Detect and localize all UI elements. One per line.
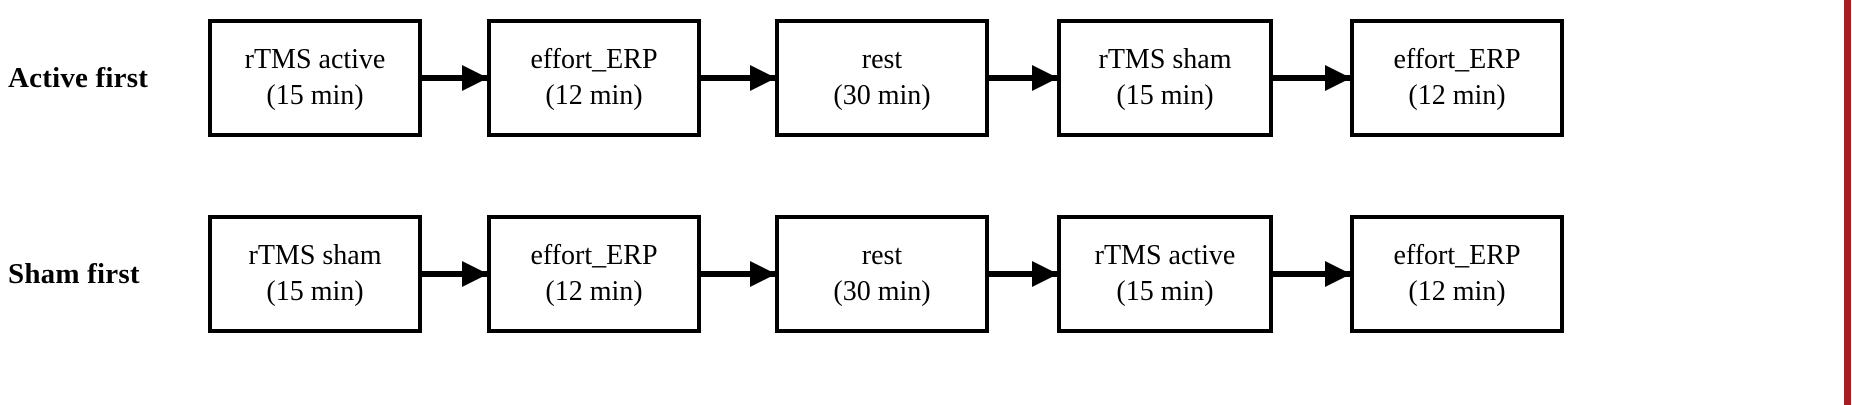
step-name: effort_ERP xyxy=(530,240,658,272)
step-box-active-5: effort_ERP (12 min) xyxy=(1350,19,1564,137)
step-name: rTMS active xyxy=(244,44,386,76)
arrow-head-icon xyxy=(1325,65,1351,91)
step-duration: (30 min) xyxy=(833,276,931,307)
step-duration: (12 min) xyxy=(1408,80,1506,111)
condition-row-sham-first: Sham first rTMS sham (15 min) effort_ERP… xyxy=(0,215,1852,333)
arrow-shaft xyxy=(422,75,488,81)
arrow-head-icon xyxy=(462,65,488,91)
arrow-shaft xyxy=(989,271,1058,277)
step-duration: (30 min) xyxy=(833,80,931,111)
flow-arrow-active-1-2 xyxy=(422,65,488,91)
arrow-shaft xyxy=(1273,75,1351,81)
condition-label-active-first: Active first xyxy=(8,61,149,94)
step-name: effort_ERP xyxy=(1393,240,1521,272)
arrow-head-icon xyxy=(1325,261,1351,287)
step-name: effort_ERP xyxy=(1393,44,1521,76)
arrow-head-icon xyxy=(750,261,776,287)
flow-arrow-sham-4-5 xyxy=(1273,261,1351,287)
step-box-active-3: rest (30 min) xyxy=(775,19,989,137)
step-box-sham-4: rTMS active (15 min) xyxy=(1057,215,1273,333)
arrow-shaft xyxy=(1273,271,1351,277)
arrow-shaft xyxy=(989,75,1058,81)
step-box-active-4: rTMS sham (15 min) xyxy=(1057,19,1273,137)
flow-arrow-sham-2-3 xyxy=(701,261,776,287)
step-name: rTMS sham xyxy=(248,240,382,272)
step-name: rTMS active xyxy=(1094,240,1236,272)
step-name: effort_ERP xyxy=(530,44,658,76)
step-duration: (15 min) xyxy=(266,80,364,111)
arrow-head-icon xyxy=(1032,261,1058,287)
step-duration: (12 min) xyxy=(545,276,643,307)
step-duration: (12 min) xyxy=(1408,276,1506,307)
flow-arrow-active-2-3 xyxy=(701,65,776,91)
arrow-head-icon xyxy=(1032,65,1058,91)
arrow-head-icon xyxy=(462,261,488,287)
step-name: rest xyxy=(861,240,903,272)
flow-arrow-sham-3-4 xyxy=(989,261,1058,287)
condition-row-active-first: Active first rTMS active (15 min) effort… xyxy=(0,19,1852,137)
step-box-sham-3: rest (30 min) xyxy=(775,215,989,333)
arrow-shaft xyxy=(422,271,488,277)
step-duration: (12 min) xyxy=(545,80,643,111)
step-name: rest xyxy=(861,44,903,76)
page-edge-rule xyxy=(1844,0,1851,405)
arrow-shaft xyxy=(701,75,776,81)
flow-arrow-sham-1-2 xyxy=(422,261,488,287)
step-box-active-1: rTMS active (15 min) xyxy=(208,19,422,137)
arrow-head-icon xyxy=(750,65,776,91)
step-box-active-2: effort_ERP (12 min) xyxy=(487,19,701,137)
arrow-shaft xyxy=(701,271,776,277)
flow-arrow-active-3-4 xyxy=(989,65,1058,91)
flow-arrow-active-4-5 xyxy=(1273,65,1351,91)
step-box-sham-2: effort_ERP (12 min) xyxy=(487,215,701,333)
step-duration: (15 min) xyxy=(1116,276,1214,307)
step-duration: (15 min) xyxy=(266,276,364,307)
step-duration: (15 min) xyxy=(1116,80,1214,111)
step-box-sham-5: effort_ERP (12 min) xyxy=(1350,215,1564,333)
condition-label-sham-first: Sham first xyxy=(8,257,140,290)
step-name: rTMS sham xyxy=(1098,44,1232,76)
step-box-sham-1: rTMS sham (15 min) xyxy=(208,215,422,333)
